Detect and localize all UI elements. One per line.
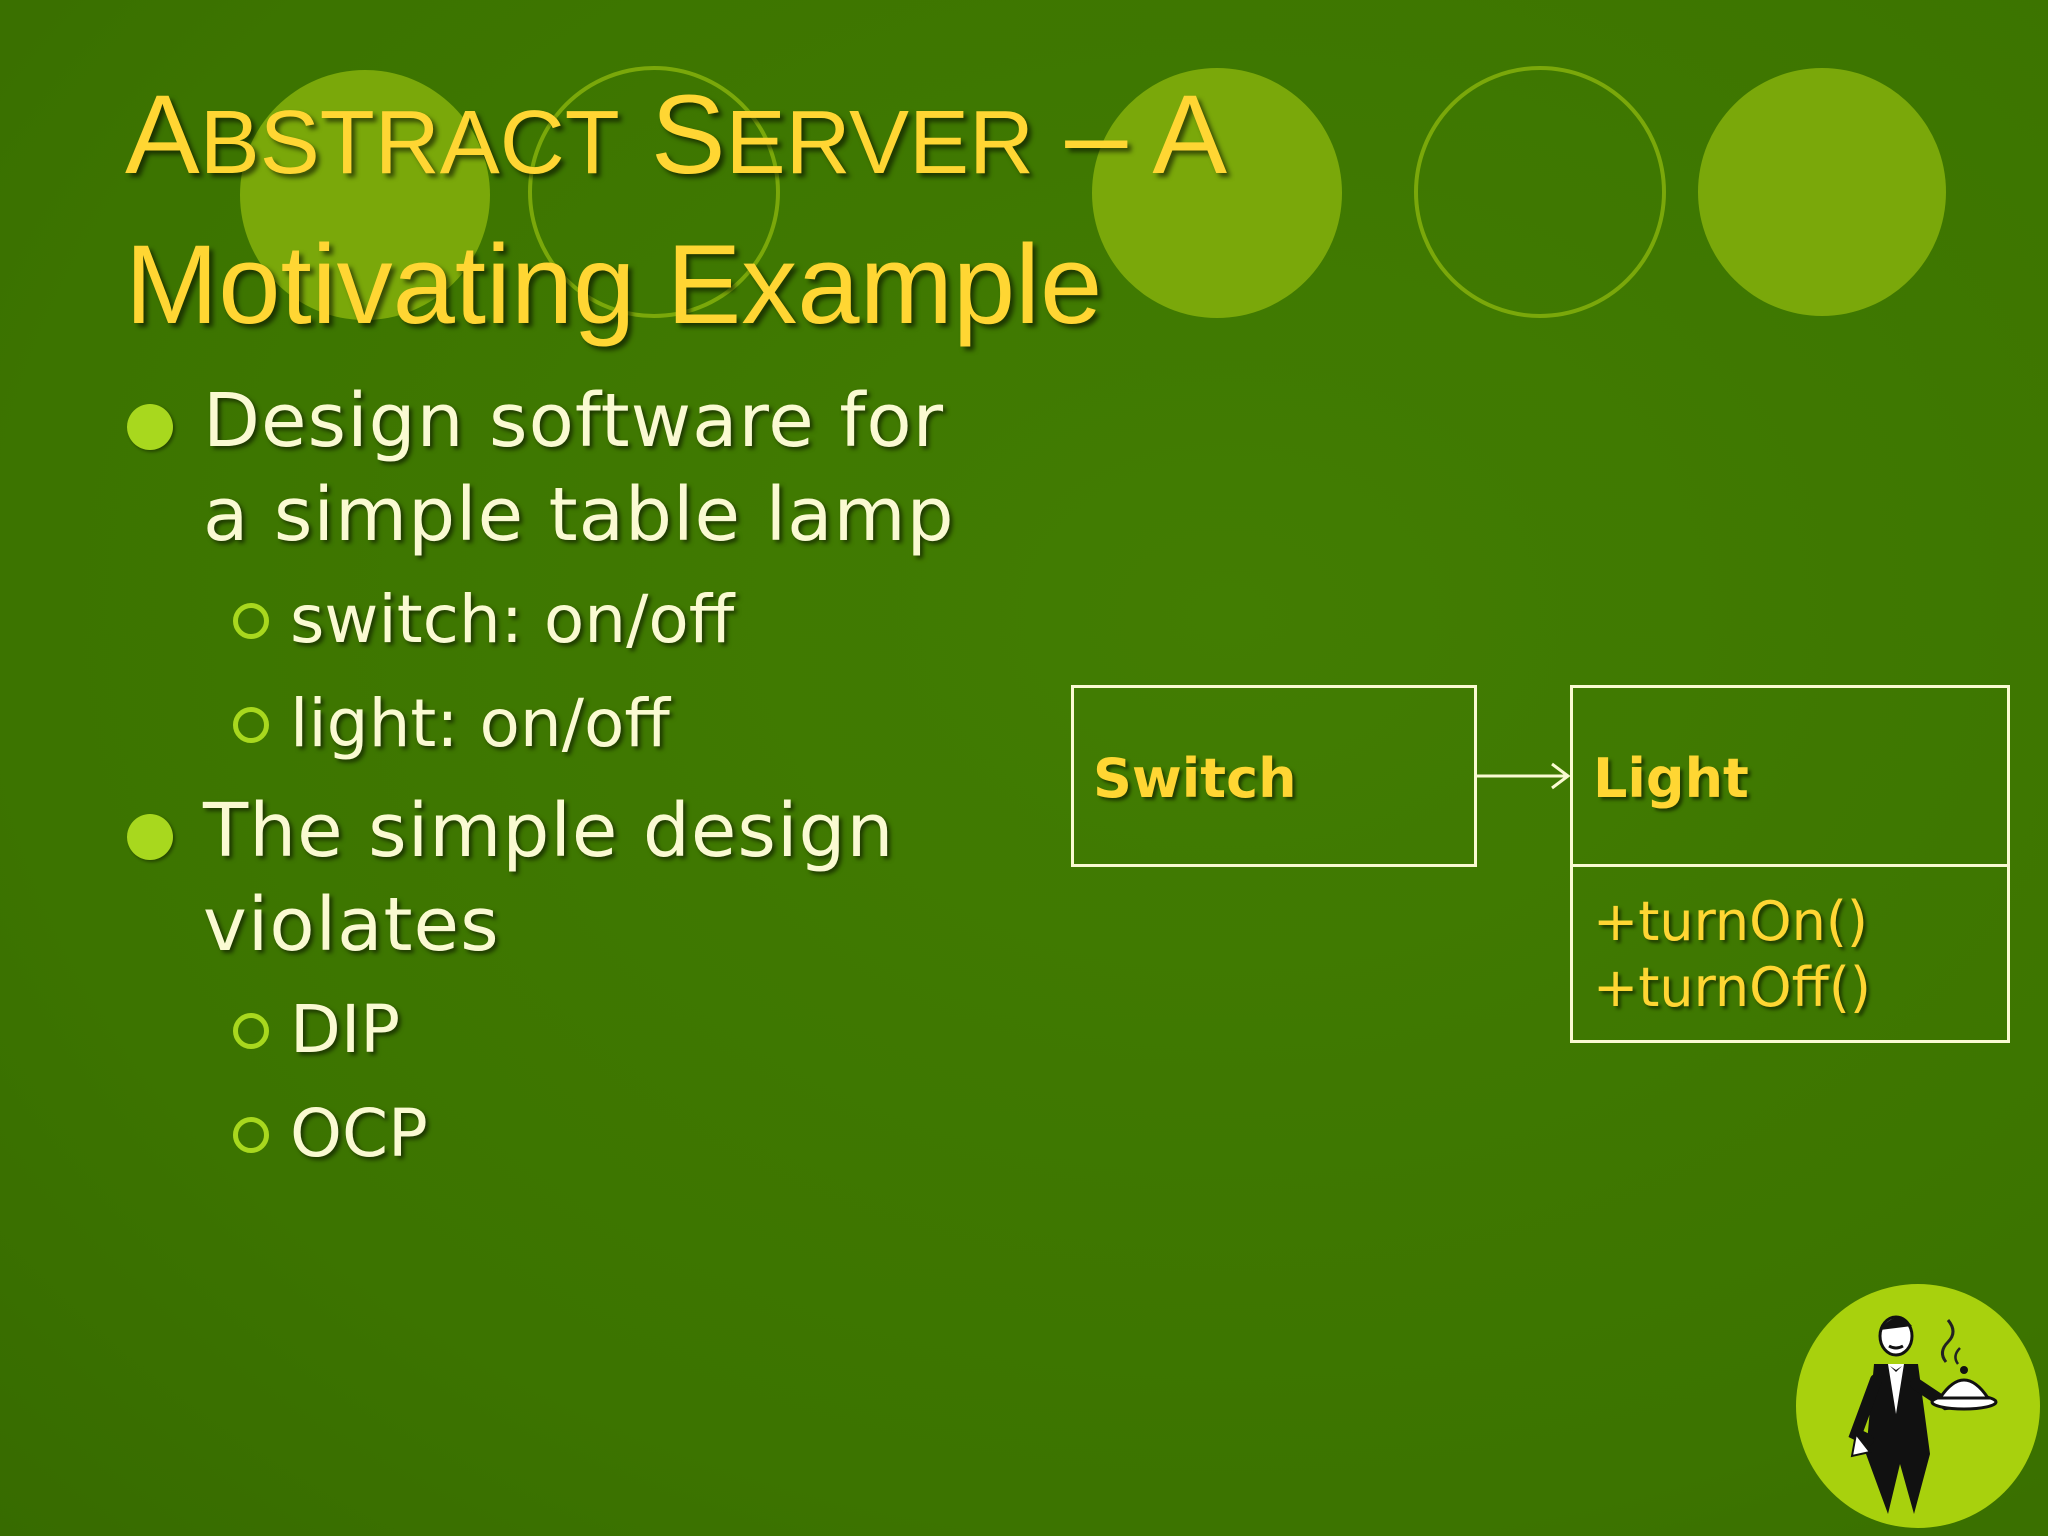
sub-bullet-item: DIP — [125, 978, 1075, 1082]
switch-class-box — [1071, 685, 1477, 867]
sub-bullet-text: switch: on/off — [290, 581, 735, 658]
switch-class-name: Switch — [1093, 747, 1297, 810]
association-arrow — [1476, 762, 1571, 790]
slide-title: ABSTRACT SERVER – A Motivating Example — [125, 64, 1525, 356]
bullet-text-line: Design software for — [203, 378, 945, 464]
bullet-ring-icon — [233, 603, 269, 639]
sub-bullet-text: DIP — [290, 991, 401, 1068]
title-line-2: Motivating Example — [125, 222, 1103, 347]
decor-ring-2 — [1414, 66, 1666, 318]
sub-bullet-item: switch: on/off — [125, 568, 1075, 672]
bullet-ring-icon — [233, 1117, 269, 1153]
decor-ring-1 — [528, 66, 780, 318]
bullet-dot-icon — [127, 404, 173, 450]
light-class-operations: +turnOn() +turnOff() — [1593, 889, 1871, 1021]
sub-bullet-item: light: on/off — [125, 672, 1075, 776]
light-class-divider — [1570, 864, 2010, 867]
title-line-1: ABSTRACT SERVER – A — [125, 72, 1228, 197]
bullet-text-line: The simple design — [203, 788, 895, 874]
bullet-ring-icon — [233, 1013, 269, 1049]
operation-turn-off: +turnOff() — [1593, 956, 1871, 1019]
decor-circle-1 — [240, 70, 490, 320]
bullet-ring-icon — [233, 707, 269, 743]
light-class-name: Light — [1593, 747, 1749, 810]
bullet-item: Design software for a simple table lamp — [125, 374, 1075, 562]
bullet-dot-icon — [127, 814, 173, 860]
bullet-item: The simple design violates — [125, 784, 1075, 972]
operation-turn-on: +turnOn() — [1593, 890, 1868, 953]
decor-circle-3 — [1698, 68, 1946, 316]
bullet-text-line: violates — [203, 882, 500, 968]
sub-bullet-item: OCP — [125, 1082, 1075, 1186]
sub-bullet-text: light: on/off — [290, 685, 670, 762]
decor-circle-2 — [1092, 68, 1342, 318]
waiter-mascot-icon — [1796, 1284, 2040, 1528]
bullet-list: Design software for a simple table lamp … — [125, 374, 1075, 1186]
bullet-text-line: a simple table lamp — [203, 472, 955, 558]
sub-bullet-text: OCP — [290, 1095, 428, 1172]
